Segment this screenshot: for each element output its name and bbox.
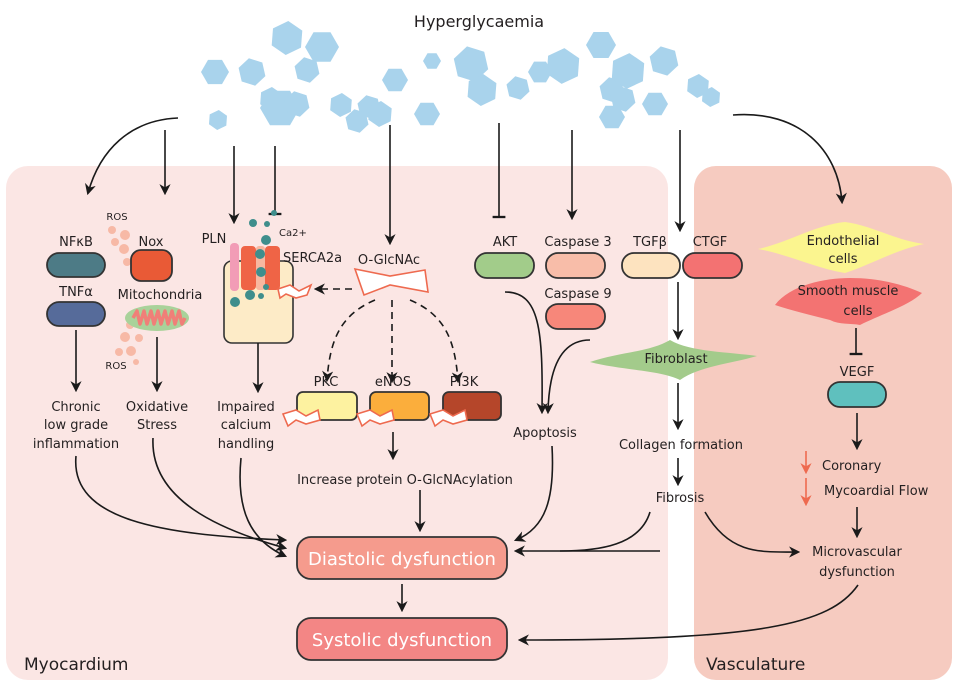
glucose-hexagon bbox=[284, 91, 310, 117]
sarcoplasmic-reticulum bbox=[223, 210, 313, 344]
akt-label: AKT bbox=[493, 235, 517, 250]
hyperglycaemia-title: Hyperglycaemia bbox=[414, 12, 544, 31]
tnfa-label: TNFα bbox=[58, 285, 93, 300]
fibroblast-shape bbox=[590, 340, 757, 380]
tnfa-pill bbox=[46, 301, 106, 327]
glucose-hexagon bbox=[423, 53, 441, 69]
glucose-hexagon bbox=[546, 48, 580, 84]
oglcnac-label: O-GlcNAc bbox=[358, 253, 420, 268]
nox-pill bbox=[130, 249, 173, 282]
pln-channel bbox=[230, 243, 239, 291]
caspase3-pill bbox=[545, 252, 606, 279]
ctgf-label: CTGF bbox=[693, 235, 728, 250]
oglcnac-sugar-icon bbox=[353, 267, 429, 297]
glucose-hexagon bbox=[528, 61, 552, 83]
oglcnacylation-label: Increase protein O-GlcNAcylation bbox=[297, 473, 513, 488]
hyperglycaemia-arrows bbox=[85, 113, 847, 246]
endothelial-label-line2: cells bbox=[828, 252, 857, 267]
tgfb-pill bbox=[621, 252, 681, 279]
glucose-hexagon bbox=[586, 32, 616, 58]
glucose-hexagon bbox=[368, 101, 392, 127]
myocardial-flow-label: Mycoardial Flow bbox=[824, 484, 929, 499]
smooth-muscle-cells-shape bbox=[775, 278, 922, 325]
glucose-hexagon bbox=[345, 109, 369, 133]
inflammation-label-line3: inflammation bbox=[33, 437, 119, 452]
inflammation-label-line2: low grade bbox=[44, 418, 108, 433]
glucose-hexagon bbox=[611, 53, 645, 89]
pln-label: PLN bbox=[202, 232, 227, 247]
calcium-label-line2: calcium bbox=[221, 418, 271, 433]
microvascular-label-line1: Microvascular bbox=[812, 545, 902, 560]
glucose-hexagon bbox=[467, 74, 497, 106]
systolic-dysfunction-label: Systolic dysfunction bbox=[312, 630, 492, 651]
glucose-hexagon bbox=[610, 86, 636, 112]
mitochondria-icon bbox=[125, 305, 189, 331]
glucose-hexagon bbox=[382, 68, 408, 92]
microvascular-label-line2: dysfunction bbox=[819, 565, 895, 580]
glucose-hexagon bbox=[702, 87, 720, 107]
ros-label-bottom: ROS bbox=[105, 361, 126, 372]
endothelial-label-line1: Endothelial bbox=[807, 234, 880, 249]
serca2a-label: SERCA2a bbox=[283, 251, 342, 266]
glucose-hexagon bbox=[209, 110, 227, 130]
myocardium-label: Myocardium bbox=[24, 655, 128, 675]
glucose-molecules bbox=[201, 21, 720, 133]
fibroblast-label: Fibroblast bbox=[644, 352, 707, 367]
inflammation-label-line1: Chronic bbox=[51, 400, 100, 415]
caspase9-label: Caspase 9 bbox=[544, 287, 611, 302]
glucose-hexagon bbox=[238, 58, 266, 86]
ros-label-top: ROS bbox=[106, 212, 127, 223]
mitochondria-label: Mitochondria bbox=[118, 288, 203, 303]
oxidative-label-line2: Stress bbox=[137, 418, 177, 433]
systolic-dysfunction-box bbox=[296, 617, 508, 661]
akt-pill bbox=[474, 252, 535, 279]
vegf-label: VEGF bbox=[840, 365, 875, 380]
endothelial-cells-shape bbox=[758, 222, 924, 273]
glucose-hexagon bbox=[642, 92, 668, 116]
pkc-label: PKC bbox=[314, 375, 339, 390]
caspase9-pill bbox=[545, 303, 606, 330]
smooth-muscle-label-line2: cells bbox=[843, 304, 872, 319]
vegf-pill bbox=[827, 381, 887, 408]
glucose-hexagon bbox=[271, 21, 303, 55]
apoptosis-label: Apoptosis bbox=[513, 426, 577, 441]
glucose-hexagon bbox=[330, 93, 352, 117]
enos-label: eNOS bbox=[375, 375, 411, 390]
oxidative-label-line1: Oxidative bbox=[126, 400, 188, 415]
serca2a-channel bbox=[241, 246, 256, 290]
diastolic-dysfunction-box bbox=[296, 536, 508, 580]
collagen-label: Collagen formation bbox=[619, 438, 743, 453]
coronary-label: Coronary bbox=[822, 459, 882, 474]
ctgf-pill bbox=[682, 252, 743, 279]
glucose-hexagon bbox=[201, 59, 229, 85]
glucose-hexagon bbox=[294, 57, 320, 83]
vasculature-label: Vasculature bbox=[706, 655, 805, 675]
tgfb-label: TGFβ bbox=[632, 235, 667, 250]
diastolic-dysfunction-label: Diastolic dysfunction bbox=[308, 549, 496, 570]
glucose-hexagon bbox=[506, 76, 530, 100]
calcium-label-line1: Impaired bbox=[217, 400, 275, 415]
nfkb-label: NFκB bbox=[59, 235, 93, 250]
ca2-label: Ca2+ bbox=[279, 228, 307, 239]
fibrosis-label: Fibrosis bbox=[656, 491, 705, 506]
calcium-label-line3: handling bbox=[218, 437, 274, 452]
glucose-hexagon bbox=[649, 46, 679, 76]
glucose-hexagon bbox=[599, 105, 625, 129]
pi3k-label: PI3K bbox=[450, 375, 479, 390]
caspase3-label: Caspase 3 bbox=[544, 235, 611, 250]
smooth-muscle-label-line1: Smooth muscle bbox=[798, 284, 899, 299]
glucose-hexagon bbox=[414, 102, 440, 126]
glucose-hexagon bbox=[453, 46, 489, 82]
nfkb-pill bbox=[46, 252, 106, 278]
nox-label: Nox bbox=[139, 235, 164, 250]
glucose-hexagon bbox=[305, 32, 339, 62]
